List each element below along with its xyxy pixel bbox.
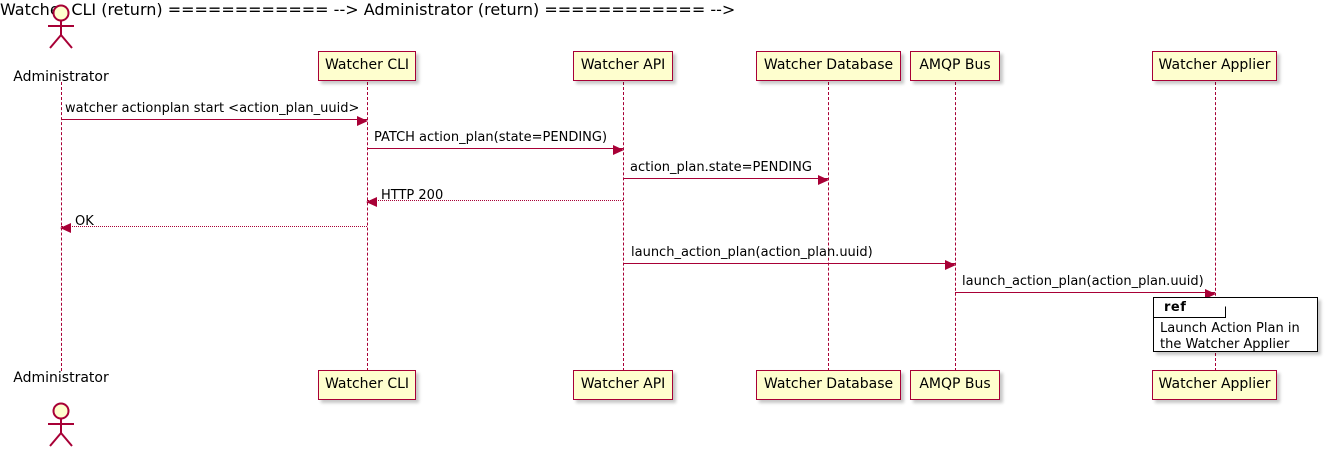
ref-fragment-tab: ref <box>1154 298 1226 318</box>
participant-label-watcher-api-bottom: Watcher API <box>580 376 666 392</box>
lifeline-watcher-database <box>828 82 829 371</box>
ref-fragment-text: Launch Action Plan in the Watcher Applie… <box>1160 321 1300 352</box>
message-arrow-ok <box>60 222 367 233</box>
participant-label-amqp-bus-top: AMQP Bus <box>919 57 991 73</box>
message-label-patch-action-plan: PATCH action_plan(state=PENDING) <box>374 130 608 145</box>
participant-box-amqp-bus-bottom[interactable]: AMQP Bus <box>910 370 1000 400</box>
message-label-action-plan-state-pending: action_plan.state=PENDING <box>630 160 812 175</box>
ref-fragment-tab-label: ref <box>1164 300 1187 315</box>
arrowhead-right-icon <box>1205 288 1216 299</box>
participant-box-watcher-api-bottom[interactable]: Watcher API <box>573 370 673 400</box>
participant-box-watcher-applier-bottom[interactable]: Watcher Applier <box>1152 370 1277 400</box>
message-label-launch-action-plan-api-to-bus: launch_action_plan(action_plan.uuid) <box>631 245 873 260</box>
message-arrow-launch-action-plan-bus-to-applier <box>955 288 1216 299</box>
participant-label-administrator-bottom: Administrator <box>13 370 109 386</box>
participant-label-amqp-bus-bottom: AMQP Bus <box>919 376 991 392</box>
lifeline-watcher-api <box>623 82 624 371</box>
arrowhead-right-icon <box>818 174 829 185</box>
participant-label-watcher-database-bottom: Watcher Database <box>763 376 894 392</box>
participant-label-watcher-api-top: Watcher API <box>580 57 666 73</box>
participant-label-watcher-applier-bottom: Watcher Applier <box>1158 376 1271 392</box>
actor-icon-administrator-bottom <box>41 402 81 448</box>
participant-box-watcher-cli-bottom[interactable]: Watcher CLI <box>318 370 416 400</box>
participant-label-watcher-applier-top: Watcher Applier <box>1158 57 1271 73</box>
participant-box-amqp-bus-top[interactable]: AMQP Bus <box>910 51 1000 81</box>
participant-label-administrator-top: Administrator <box>13 69 109 85</box>
message-arrow-launch-action-plan-api-to-bus <box>623 259 956 270</box>
message-arrow-watcher-actionplan-start <box>61 115 368 126</box>
message-label-launch-action-plan-bus-to-applier: launch_action_plan(action_plan.uuid) <box>962 274 1204 289</box>
participant-box-watcher-database-bottom[interactable]: Watcher Database <box>756 370 901 400</box>
participant-box-watcher-cli-top[interactable]: Watcher CLI <box>318 51 416 81</box>
arrowhead-right-icon <box>357 115 368 126</box>
lifeline-watcher-cli <box>367 82 368 371</box>
participant-box-watcher-api-top[interactable]: Watcher API <box>573 51 673 81</box>
participant-label-watcher-cli-top: Watcher CLI <box>324 57 410 73</box>
lifeline-watcher-applier <box>1215 82 1216 371</box>
message-label-watcher-actionplan-start: watcher actionplan start <action_plan_uu… <box>65 101 360 116</box>
message-label-http-200: HTTP 200 <box>381 188 444 203</box>
participant-box-watcher-database-top[interactable]: Watcher Database <box>756 51 901 81</box>
message-arrow-action-plan-state-pending <box>623 174 829 185</box>
lifeline-amqp-bus <box>955 82 956 371</box>
participant-label-watcher-cli-bottom: Watcher CLI <box>324 376 410 392</box>
arrowhead-right-icon <box>945 259 956 270</box>
message-label-ok: OK <box>75 214 94 229</box>
participant-box-watcher-applier-top[interactable]: Watcher Applier <box>1152 51 1277 81</box>
arrowhead-right-icon <box>613 144 624 155</box>
arrowhead-left-icon <box>60 222 71 233</box>
message-arrow-http-200 <box>366 196 623 207</box>
actor-icon-administrator-top <box>41 4 81 50</box>
ref-fragment-launch-action-plan[interactable]: ref Launch Action Plan in the Watcher Ap… <box>1153 297 1318 352</box>
participant-label-watcher-database-top: Watcher Database <box>763 57 894 73</box>
arrowhead-left-icon <box>366 196 377 207</box>
message-arrow-patch-action-plan <box>367 144 624 155</box>
